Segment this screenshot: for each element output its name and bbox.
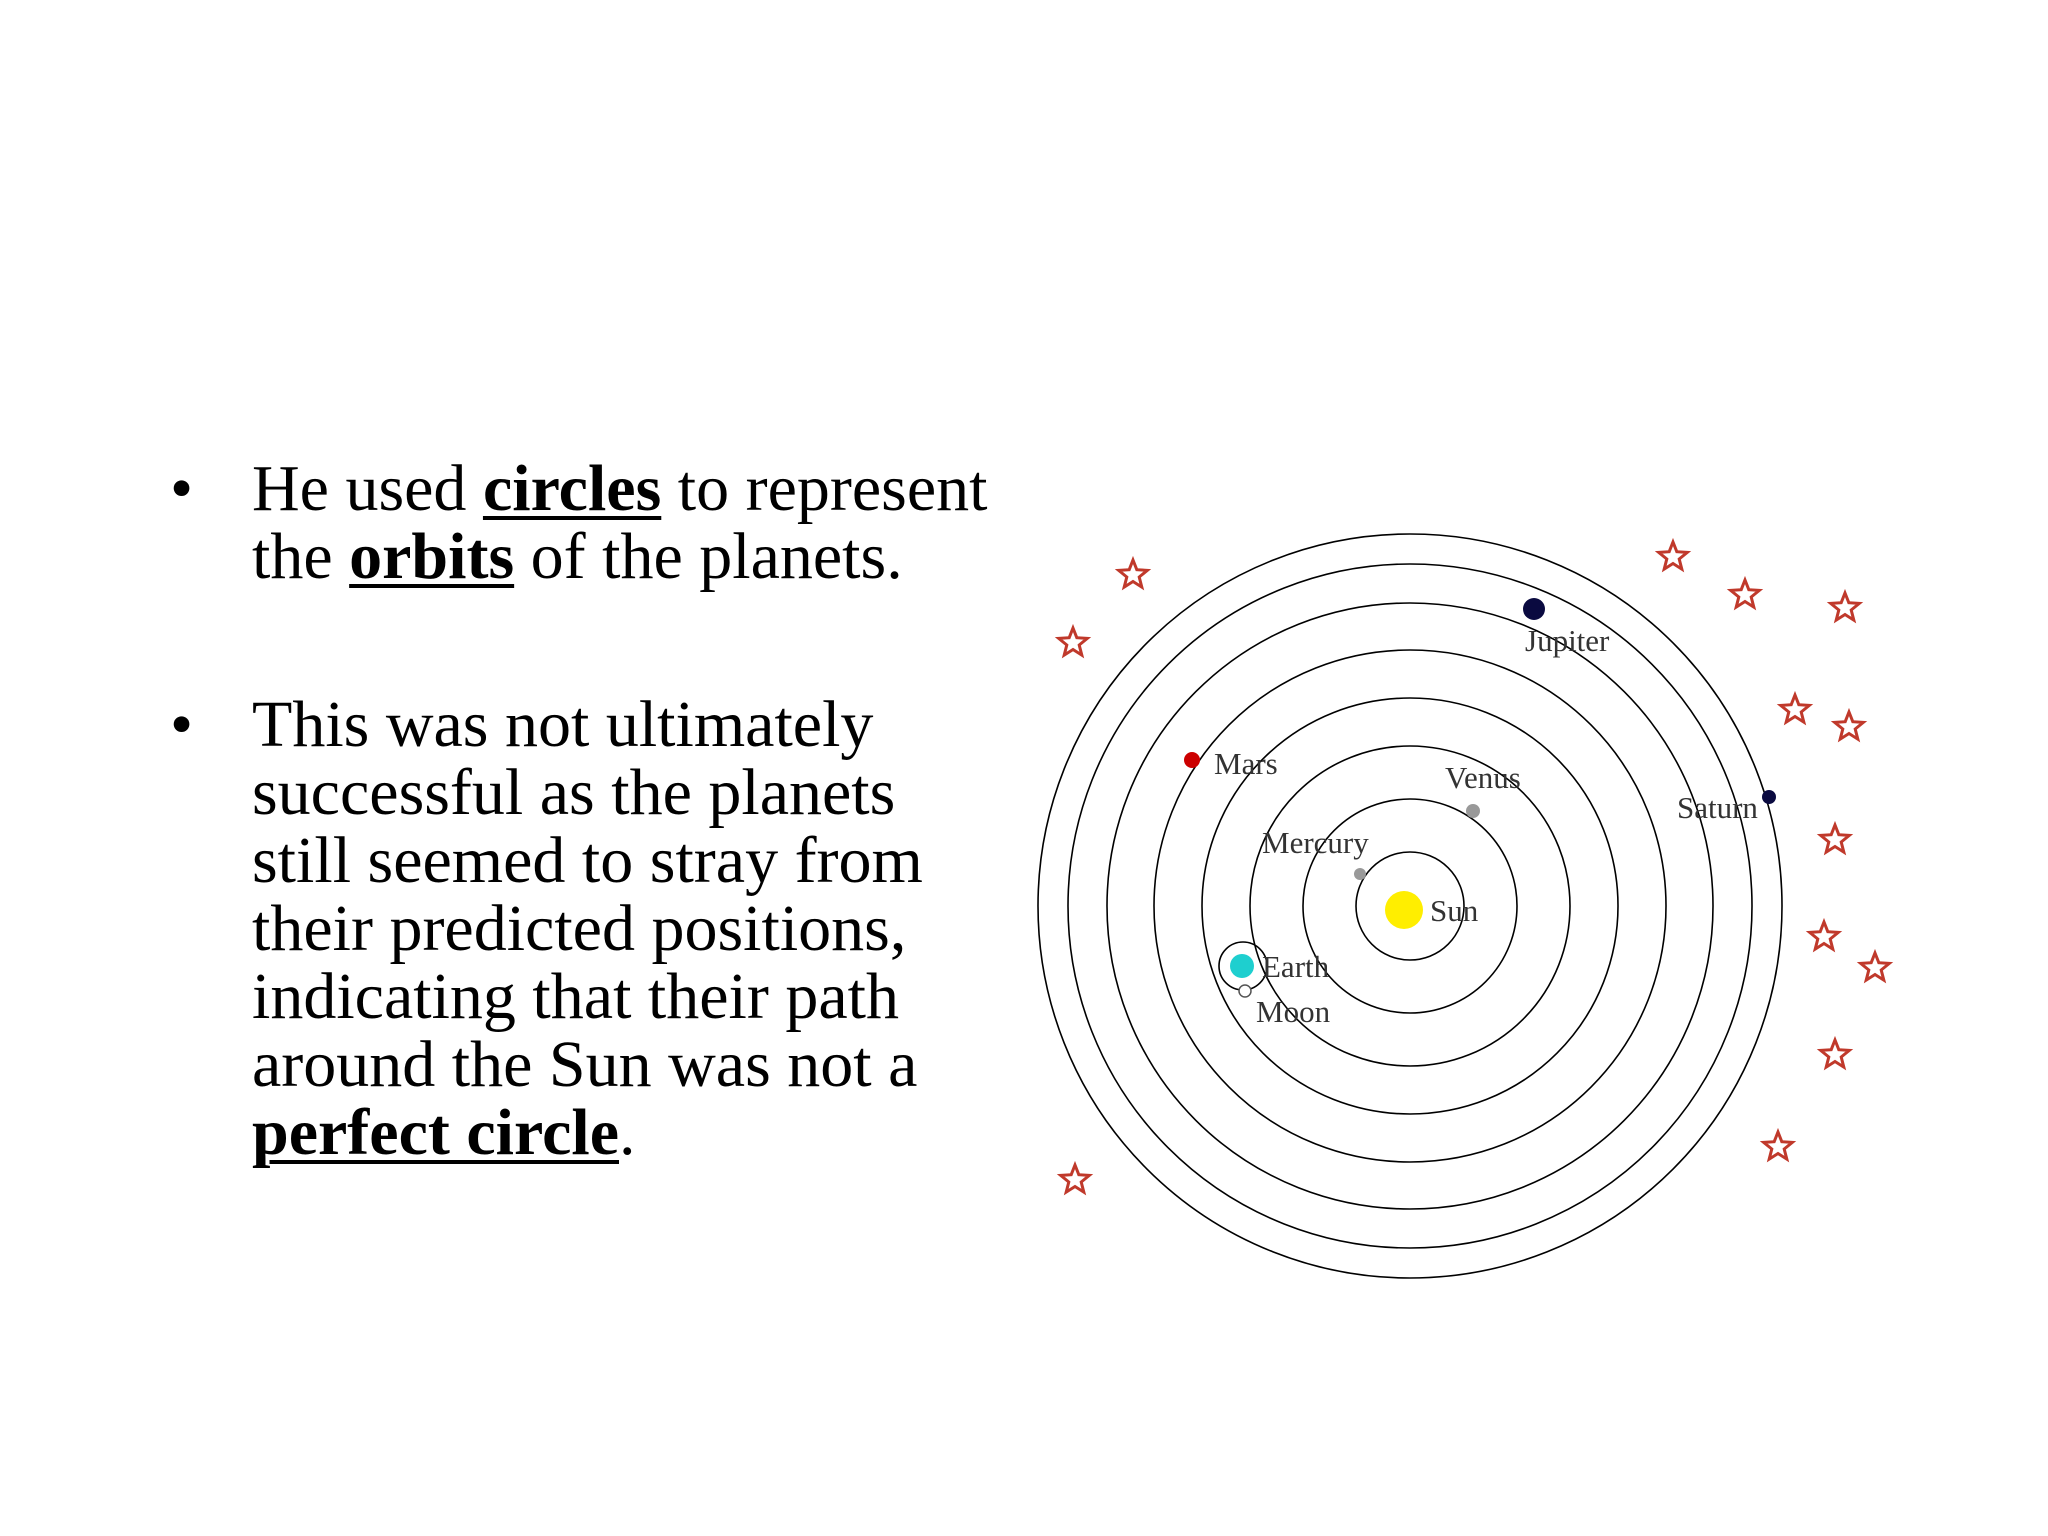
saturn-label: Saturn [1677,790,1758,825]
bullet-item-not-successful: • This was not ultimately successful as … [170,691,1000,1167]
bullet-text-segment: He used [252,452,483,525]
venus-label: Venus [1445,760,1521,795]
orbit-ring [1201,697,1619,1115]
moon-label: Moon [1256,994,1331,1029]
orbit-ring [1302,798,1518,1014]
saturn-body [1762,790,1776,804]
jupiter-label: Jupiter [1525,623,1610,658]
bullet-text-segment: . [619,1096,636,1169]
bullet-text-segment: to represent the [252,452,988,593]
orbit-ring [1249,745,1571,1067]
star-icon [1759,1127,1797,1163]
sun-label: Sun [1430,893,1479,928]
star-icon [1830,707,1868,743]
emphasis-perfect-circle: perfect circle [252,1096,619,1169]
star-icon [1654,537,1692,573]
star-icon [1826,588,1864,624]
star-icon [1856,948,1894,984]
bullet-text-segment: of the planets. [514,520,903,593]
bullet-marker: • [170,452,194,525]
mars-label: Mars [1214,746,1278,781]
mars-body [1184,752,1200,768]
bullet-item-circles: • He used circles to represent the orbit… [170,455,1000,591]
moon-body [1238,984,1252,998]
bullet-list: • He used circles to represent the orbit… [170,455,1000,1167]
star-icon [1816,1035,1854,1071]
star-icon [1726,575,1764,611]
mercury-label: Mercury [1262,825,1369,860]
jupiter-body [1523,598,1545,620]
mercury-body [1354,868,1366,880]
earth-body [1230,954,1254,978]
star-icon [1054,623,1092,659]
emphasis-circles: circles [482,452,662,525]
orbit-ring [1067,563,1753,1249]
venus-body [1466,804,1480,818]
bullet-marker: • [170,688,194,761]
orbit-ring [1106,602,1714,1210]
solar-system-svg: Sun Mercury Venus Earth Moon Mars Jupite… [1037,533,1894,1279]
star-icon [1056,1160,1094,1196]
star-icon [1805,917,1843,953]
bullet-text-segment: This was not ultimately successful as th… [252,688,923,1101]
star-icon [1776,690,1814,726]
orbit-rings [1037,533,1783,1279]
orbit-ring [1037,533,1783,1279]
solar-system-diagram: Sun Mercury Venus Earth Moon Mars Jupite… [1035,520,1915,1300]
star-icon [1114,555,1152,591]
sun-body [1385,891,1423,929]
emphasis-orbits: orbits [349,520,515,593]
star-field [1054,537,1894,1196]
orbit-ring [1355,851,1465,961]
star-icon [1816,820,1854,856]
orbit-ring [1153,649,1667,1163]
earth-label: Earth [1262,949,1330,984]
